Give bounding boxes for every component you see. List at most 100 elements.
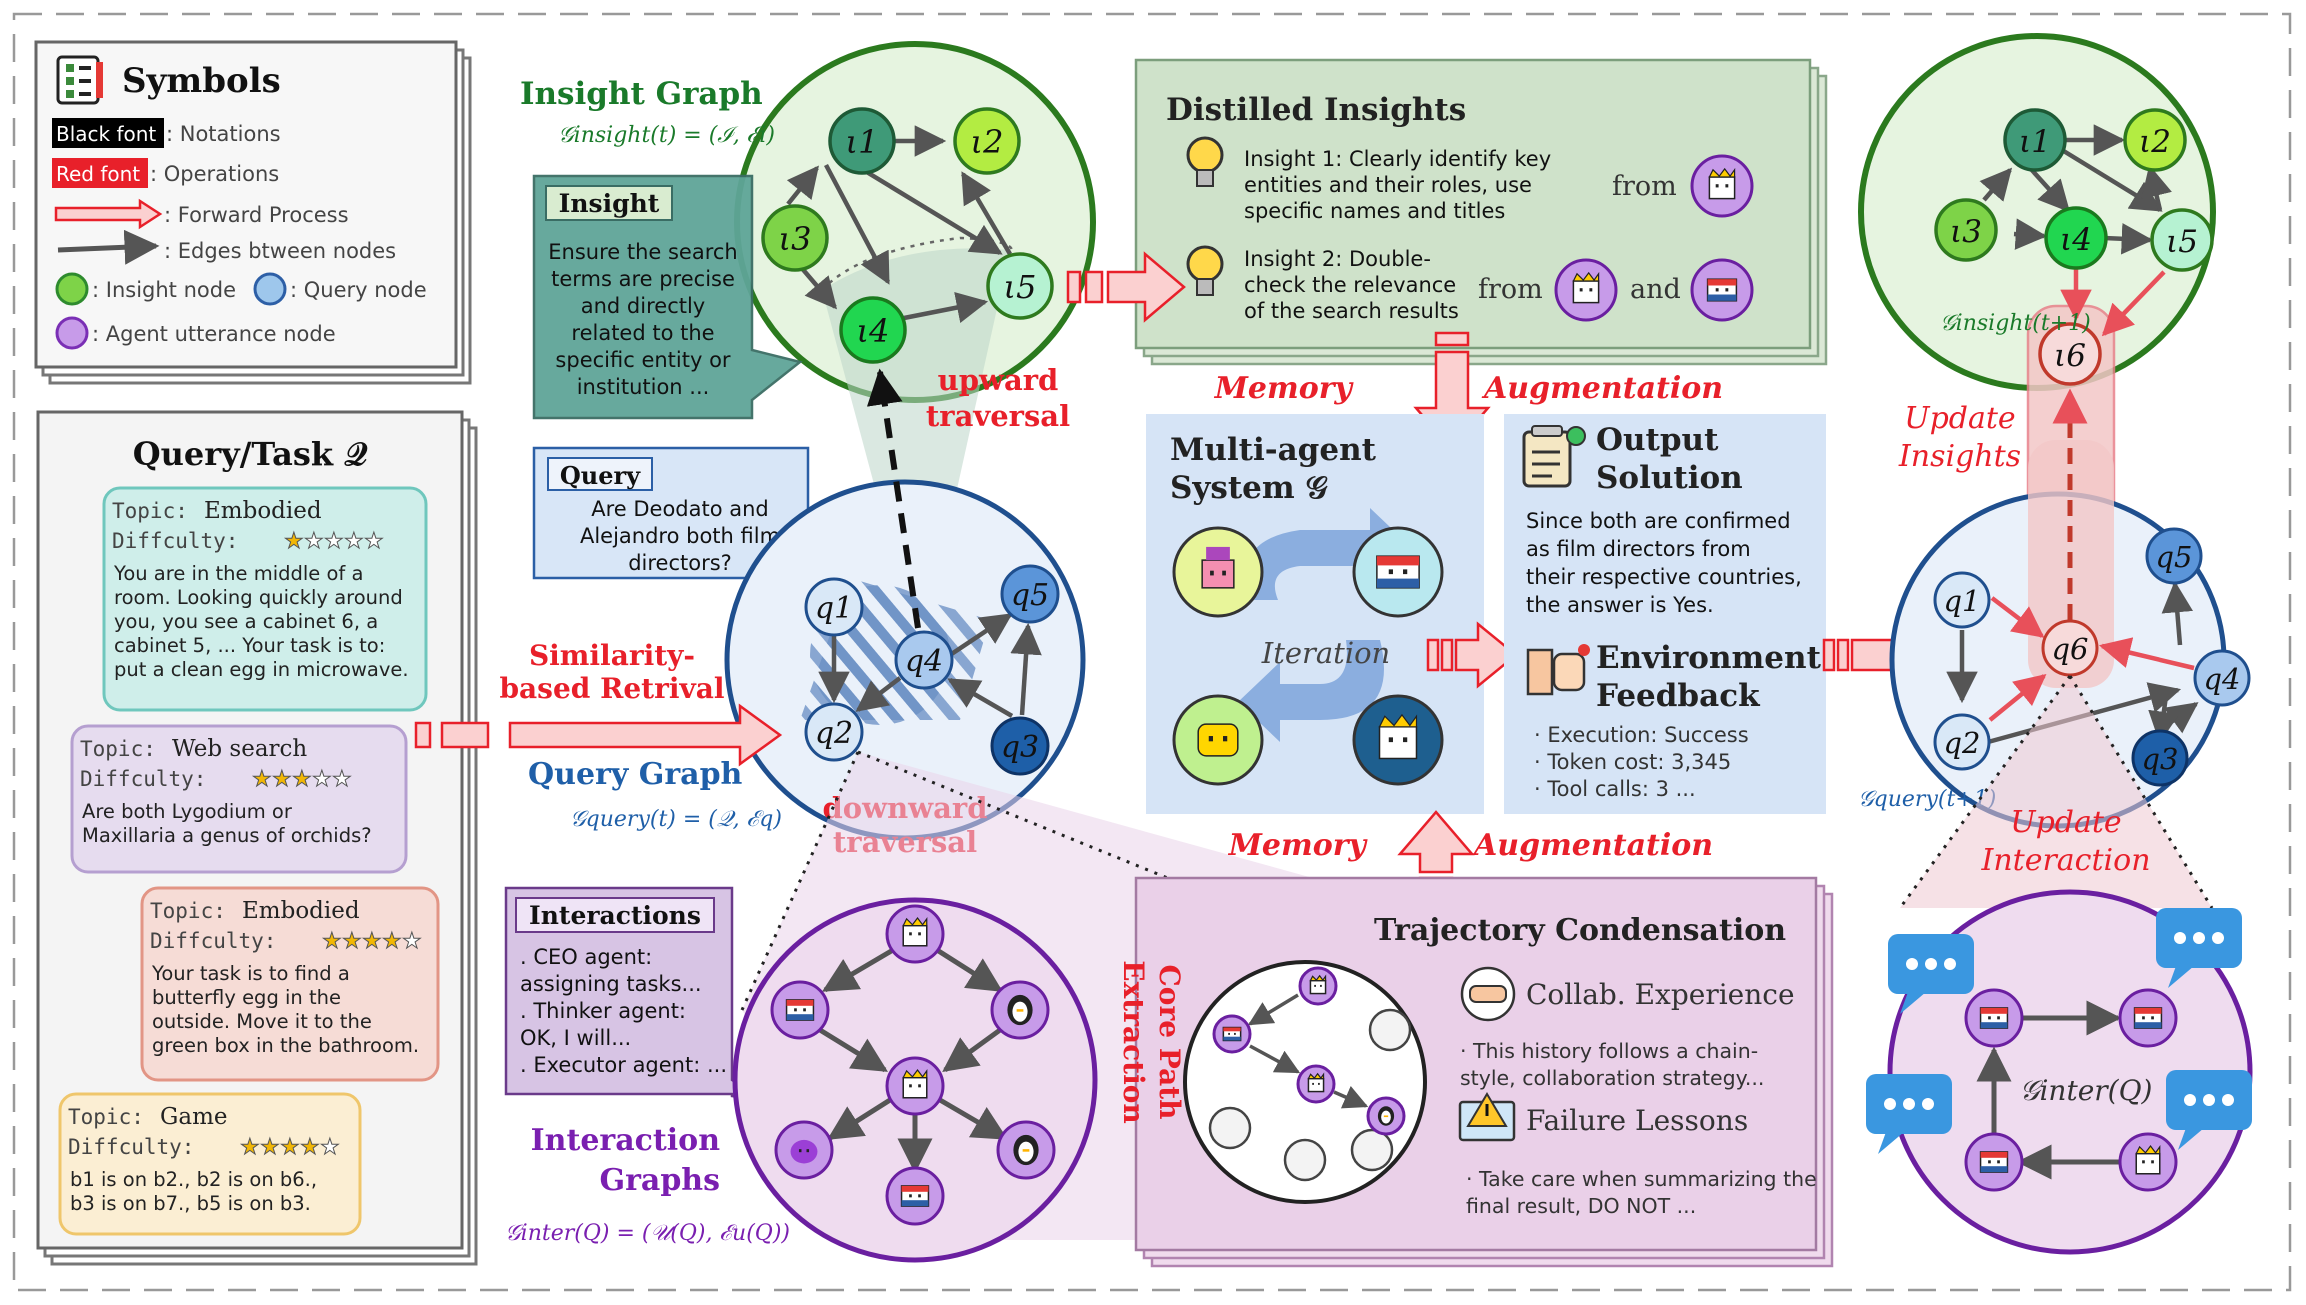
card-topic: Web search: [172, 736, 307, 762]
insight-node-2: ι2: [953, 107, 1021, 175]
insight-2-line: check the relevance: [1244, 273, 1456, 297]
right-insight-node-5: ι5: [2150, 208, 2214, 272]
core-path-label: Core Path: [1153, 964, 1186, 1119]
insight-graph: Insight Graph 𝒢insight(t) = (ℐ, ℰi) ι1 ι…: [520, 41, 1096, 656]
difficulty-star-icon: ★: [300, 1135, 320, 1160]
chat-bubble-icon: [1888, 934, 1974, 1014]
flag-agent-icon: [885, 1166, 945, 1226]
interactions-bubble: Interactions . CEO agent:assigning tasks…: [504, 886, 763, 1102]
distilled-and: and: [1630, 274, 1681, 305]
insight-bubble-line: Ensure the search: [548, 240, 738, 264]
penguin-agent-icon: [996, 1120, 1056, 1180]
mas-title-1: Multi-agent: [1170, 432, 1377, 468]
difficulty-star-icon: ★: [342, 929, 362, 954]
flag-agent-icon: [1690, 258, 1754, 322]
interaction-graphs-formula: 𝒢inter(Q) = (𝒰(Q), ℰu(Q)): [505, 1221, 790, 1246]
query-task-title: Query/Task 𝒬: [133, 435, 368, 473]
output-line: as film directors from: [1526, 537, 1751, 561]
ceo-agent-icon: [1690, 154, 1754, 218]
query-bubble-title: Query: [560, 461, 641, 490]
interactions-bubble-line: OK, I will...: [520, 1026, 631, 1050]
iteration-label: Iteration: [1261, 636, 1391, 670]
svg-text:ι5: ι5: [2166, 224, 2198, 260]
insight-bubble-line: specific entity or: [555, 348, 731, 372]
similarity-label-2: based Retrival: [499, 672, 724, 705]
difficulty-star-icon: ★: [284, 529, 304, 554]
svg-text:q3: q3: [2141, 742, 2178, 776]
interactions-bubble-line: . Thinker agent:: [520, 999, 686, 1023]
mas-title-2: System 𝒢: [1170, 470, 1328, 506]
feedback-line: · Execution: Success: [1534, 723, 1749, 747]
insight-node-1: ι1: [828, 107, 896, 175]
query-bubble-line: directors?: [628, 551, 732, 575]
failure-title: Failure Lessons: [1526, 1104, 1748, 1137]
right-inter-label: 𝒢inter(Q): [2020, 1074, 2153, 1107]
insight-node-4: ι4: [839, 296, 907, 364]
output-title-1: Output: [1596, 422, 1719, 458]
card-topic: Game: [160, 1104, 228, 1130]
insight-1-text: Insight 1: Clearly identify keyentities …: [1244, 147, 1551, 223]
difficulty-star-icon: ★: [402, 929, 422, 954]
penguin-agent-icon: [990, 980, 1050, 1040]
update-interaction-cone: [1900, 676, 2212, 908]
insight-node-5: ι5: [986, 252, 1054, 320]
difficulty-star-icon: ★: [292, 767, 312, 792]
card-text-line: outside. Move it to the: [152, 1010, 372, 1033]
difficulty-star-icon: ★: [362, 929, 382, 954]
card-text-line: b1 is on b2., b2 is on b6.,: [70, 1168, 317, 1191]
right-interaction-graph: 𝒢inter(Q): [1866, 889, 2253, 1255]
difficulty-star-icon: ★: [344, 529, 364, 554]
flag-agent-icon: [1212, 1014, 1252, 1054]
memory-up-arrow: [1397, 810, 1475, 890]
insight-2-line: Insight 2: Double-: [1244, 247, 1431, 271]
distilled-from-2: from: [1478, 274, 1543, 305]
right-inter-agent-icons: [1964, 988, 2178, 1192]
insight-graph-formula: 𝒢insight(t) = (ℐ, ℰi): [558, 123, 775, 148]
lightbulb-icon: [1186, 136, 1224, 187]
svg-text:q3: q3: [1001, 730, 1039, 765]
flag-agent-icon: [2118, 988, 2178, 1048]
forward-process-desc: : Forward Process: [164, 203, 349, 227]
right-insight-node-6: ι6: [2038, 322, 2102, 386]
insight-bubble-title: Insight: [559, 189, 660, 218]
clipboard-icon: [1522, 425, 1586, 488]
env-title-2: Feedback: [1596, 678, 1761, 714]
insight-bubble-line: and directly: [581, 294, 705, 318]
yellow-agent-icon: [1172, 694, 1264, 786]
edge-arrow-icon: [57, 229, 160, 265]
query-node-icon: [253, 272, 287, 306]
ceo-agent-icon: [1554, 258, 1618, 322]
card-topic: Embodied: [204, 498, 322, 524]
query-task-panel: Query/Task 𝒬 Topic:EmbodiedDiffculty:★★★…: [36, 410, 478, 1266]
upward-dashed-path: [866, 368, 921, 629]
svg-text:ι5: ι5: [1004, 268, 1037, 306]
difficulty-star-icon: ★: [382, 929, 402, 954]
failure-line: · Take care when summarizing the: [1466, 1167, 1817, 1191]
right-query-graph: q1 q2 q3 q4 q5 q6 𝒢query(t+1): [1858, 388, 2251, 829]
agent-node-desc: : Agent utterance node: [92, 322, 336, 346]
red-font-label: Red font: [56, 162, 140, 186]
extraction-label: Extraction: [1117, 960, 1150, 1124]
black-font-desc: : Notations: [166, 122, 281, 146]
svg-text:q5: q5: [2155, 540, 2192, 574]
svg-text:q1: q1: [815, 591, 853, 626]
feedback-line: · Token cost: 3,345: [1534, 750, 1731, 774]
right-insight-edges: [1979, 124, 2172, 337]
svg-text:ι4: ι4: [2060, 222, 2092, 258]
card-topic-label: Topic:: [80, 737, 156, 761]
difficulty-star-icon: ★: [312, 767, 332, 792]
flag-agent-icon: [1964, 988, 2024, 1048]
svg-text:ι3: ι3: [779, 220, 812, 258]
difficulty-star-icon: ★: [320, 1135, 340, 1160]
difficulty-star-icon: ★: [332, 767, 352, 792]
feedback-line: · Tool calls: 3 ...: [1534, 777, 1696, 801]
lightbulb-icon: [1186, 245, 1224, 296]
